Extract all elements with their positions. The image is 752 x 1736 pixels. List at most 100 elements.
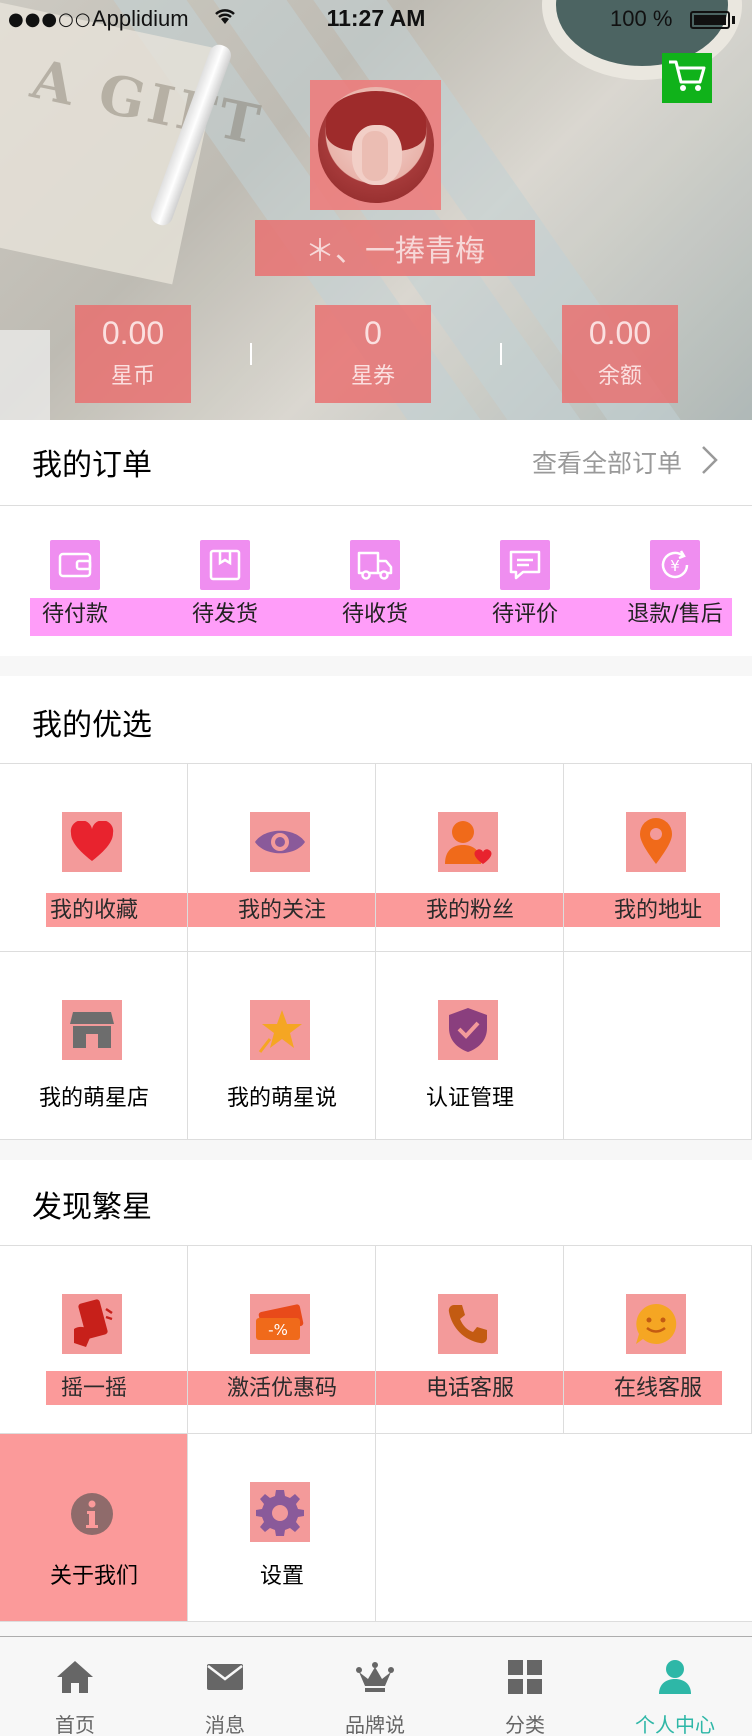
grid-item-empty <box>376 1434 752 1622</box>
tab-brand[interactable]: 品牌说 <box>300 1637 450 1736</box>
user-icon <box>647 1649 702 1704</box>
grid-item-online-support[interactable]: 在线客服 <box>564 1246 752 1434</box>
order-labels-highlight <box>30 598 732 636</box>
order-refund[interactable]: ¥ 退款/售后 <box>600 540 750 640</box>
grid-label: 设置 <box>259 1564 304 1589</box>
grid-item-address[interactable]: 我的地址 <box>564 764 752 952</box>
user-nickname[interactable]: ＊、一捧青梅 <box>255 220 535 276</box>
info-icon <box>70 1492 114 1536</box>
order-pending-receipt[interactable]: 待收货 <box>300 540 450 640</box>
order-label: 待付款 <box>41 602 108 627</box>
grid-item-empty <box>564 952 752 1140</box>
grid-label: 关于我们 <box>49 1564 138 1589</box>
order-label: 待发货 <box>191 602 258 627</box>
tab-categories[interactable]: 分类 <box>450 1637 600 1736</box>
shake-icon <box>62 1294 122 1354</box>
grid-label: 摇一摇 <box>60 1376 127 1401</box>
stat-value: 0.00 <box>101 315 165 351</box>
grid-label: 我的收藏 <box>49 898 138 923</box>
grid-label: 认证管理 <box>425 1086 514 1111</box>
stat-value: 0 <box>364 315 382 351</box>
shield-icon <box>438 1000 498 1060</box>
profile-header: A GIFT ●●●○○ Applidium 11:27 AM 100 % ＊、… <box>0 0 752 420</box>
grid-item-verification[interactable]: 认证管理 <box>376 952 564 1140</box>
header-bg-box <box>0 330 50 420</box>
svg-text:-%: -% <box>268 1321 288 1339</box>
order-pending-shipment[interactable]: 待发货 <box>150 540 300 640</box>
grid-item-about-us[interactable]: 关于我们 <box>0 1434 188 1622</box>
order-label: 退款/售后 <box>627 602 723 627</box>
tab-label: 品牌说 <box>345 1713 405 1736</box>
avatar[interactable] <box>310 80 441 210</box>
stat-value: 0.00 <box>588 315 652 351</box>
grid-item-shake[interactable]: 摇一摇 <box>0 1246 188 1434</box>
tab-label: 分类 <box>505 1713 545 1736</box>
order-pending-payment[interactable]: 待付款 <box>0 540 150 640</box>
grid-label: 我的粉丝 <box>425 898 514 923</box>
grid-item-my-shop[interactable]: 我的萌星店 <box>0 952 188 1140</box>
battery-icon <box>690 11 730 29</box>
grid-item-fans[interactable]: 我的粉丝 <box>376 764 564 952</box>
order-label: 待评价 <box>491 602 558 627</box>
stat-star-coupons[interactable]: 0 星券 <box>315 305 431 403</box>
clock: 11:27 AM <box>326 5 426 31</box>
crown-icon <box>347 1649 402 1704</box>
stat-star-coins[interactable]: 0.00 星币 <box>75 305 191 403</box>
comment-icon <box>500 540 550 590</box>
grid-item-my-posts[interactable]: 我的萌星说 <box>188 952 376 1140</box>
discover-labels-highlight <box>46 1371 722 1405</box>
status-bar: ●●●○○ Applidium 11:27 AM 100 % <box>0 0 752 40</box>
battery-percent: 100 % <box>610 6 673 31</box>
grid-label: 激活优惠码 <box>226 1376 337 1401</box>
truck-icon <box>350 540 400 590</box>
tab-profile[interactable]: 个人中心 <box>600 1637 750 1736</box>
grid-item-following[interactable]: 我的关注 <box>188 764 376 952</box>
chevron-right-icon[interactable] <box>700 444 720 483</box>
discover-title: 发现繁星 <box>32 1190 152 1225</box>
location-icon <box>626 812 686 872</box>
grid-label: 我的萌星店 <box>38 1086 149 1111</box>
tab-messages[interactable]: 消息 <box>150 1637 300 1736</box>
avatar-image <box>317 87 434 203</box>
order-label: 待收货 <box>341 602 408 627</box>
carrier-name: Applidium <box>92 6 189 31</box>
box-icon <box>200 540 250 590</box>
home-icon <box>47 1649 102 1704</box>
stat-label: 星币 <box>110 364 155 389</box>
tab-label: 个人中心 <box>635 1713 715 1736</box>
picks-labels-highlight <box>46 893 720 927</box>
order-pending-review[interactable]: 待评价 <box>450 540 600 640</box>
wallet-icon <box>50 540 100 590</box>
grid-label: 我的关注 <box>237 898 326 923</box>
coupon-icon: -% <box>250 1294 310 1354</box>
grid-icon <box>497 1649 552 1704</box>
grid-item-favorites[interactable]: 我的收藏 <box>0 764 188 952</box>
refund-icon: ¥ <box>650 540 700 590</box>
phone-icon <box>438 1294 498 1354</box>
tab-label: 首页 <box>55 1713 95 1736</box>
grid-item-settings[interactable]: 设置 <box>188 1434 376 1622</box>
grid-label: 我的萌星说 <box>226 1086 337 1111</box>
gear-icon <box>250 1482 310 1542</box>
mail-icon <box>197 1649 252 1704</box>
eye-icon <box>250 812 310 872</box>
picks-title: 我的优选 <box>32 708 152 743</box>
stat-label: 星券 <box>350 364 395 389</box>
tab-label: 消息 <box>205 1713 245 1736</box>
grid-label: 我的地址 <box>613 898 702 923</box>
chat-smile-icon <box>626 1294 686 1354</box>
shop-icon <box>62 1000 122 1060</box>
cart-button[interactable] <box>662 53 712 103</box>
bottom-tab-bar: 首页 消息 品牌说 分类 个人中心 <box>0 1636 752 1736</box>
wifi-icon <box>212 4 238 32</box>
grid-label: 在线客服 <box>613 1376 702 1401</box>
heart-icon <box>62 812 122 872</box>
orders-title: 我的订单 <box>32 448 152 483</box>
grid-item-coupon-code[interactable]: -% 激活优惠码 <box>188 1246 376 1434</box>
view-all-orders-link[interactable]: 查看全部订单 <box>532 449 683 478</box>
star-icon <box>250 1000 310 1060</box>
stat-balance[interactable]: 0.00 余额 <box>562 305 678 403</box>
cart-icon <box>667 58 707 98</box>
tab-home[interactable]: 首页 <box>0 1637 150 1736</box>
grid-item-phone-support[interactable]: 电话客服 <box>376 1246 564 1434</box>
